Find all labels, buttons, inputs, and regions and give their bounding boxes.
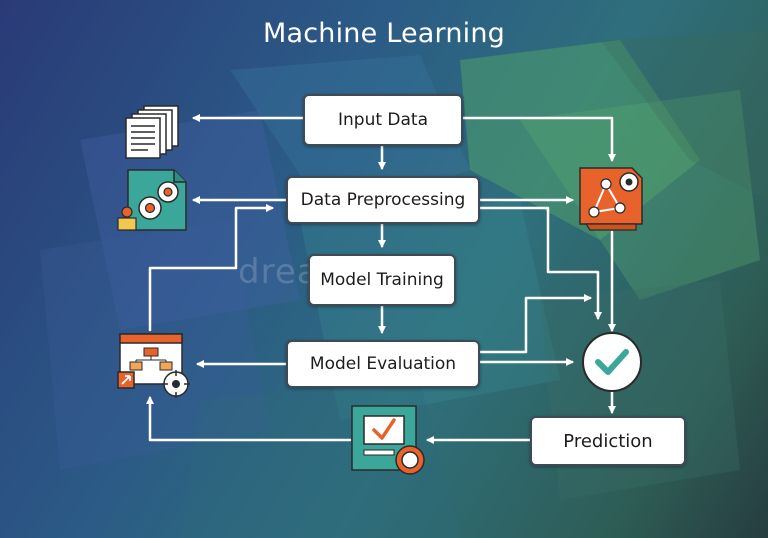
arrow-evaluation-to-check-1 bbox=[478, 294, 592, 354]
node-input-data: Input Data bbox=[303, 94, 463, 146]
diagram-title: Machine Learning bbox=[262, 18, 506, 49]
arrow-monitor-to-flowchart bbox=[146, 396, 352, 442]
gears-settings-icon bbox=[117, 169, 187, 231]
node-data-preprocessing: Data Preprocessing bbox=[286, 176, 480, 224]
arrow-input-to-network bbox=[461, 116, 616, 162]
monitor-check-icon bbox=[351, 405, 425, 475]
documents-icon bbox=[125, 105, 179, 159]
network-gears-icon bbox=[579, 167, 643, 231]
flowchart-monitor-icon bbox=[117, 333, 190, 398]
node-model-training: Model Training bbox=[308, 254, 456, 306]
arrow-preprocessing-to-check bbox=[478, 206, 602, 320]
node-prediction: Prediction bbox=[530, 416, 686, 466]
checkmark-circle-icon bbox=[582, 332, 642, 392]
node-model-evaluation: Model Evaluation bbox=[286, 340, 480, 388]
arrow-loop-to-preprocessing bbox=[148, 204, 274, 332]
